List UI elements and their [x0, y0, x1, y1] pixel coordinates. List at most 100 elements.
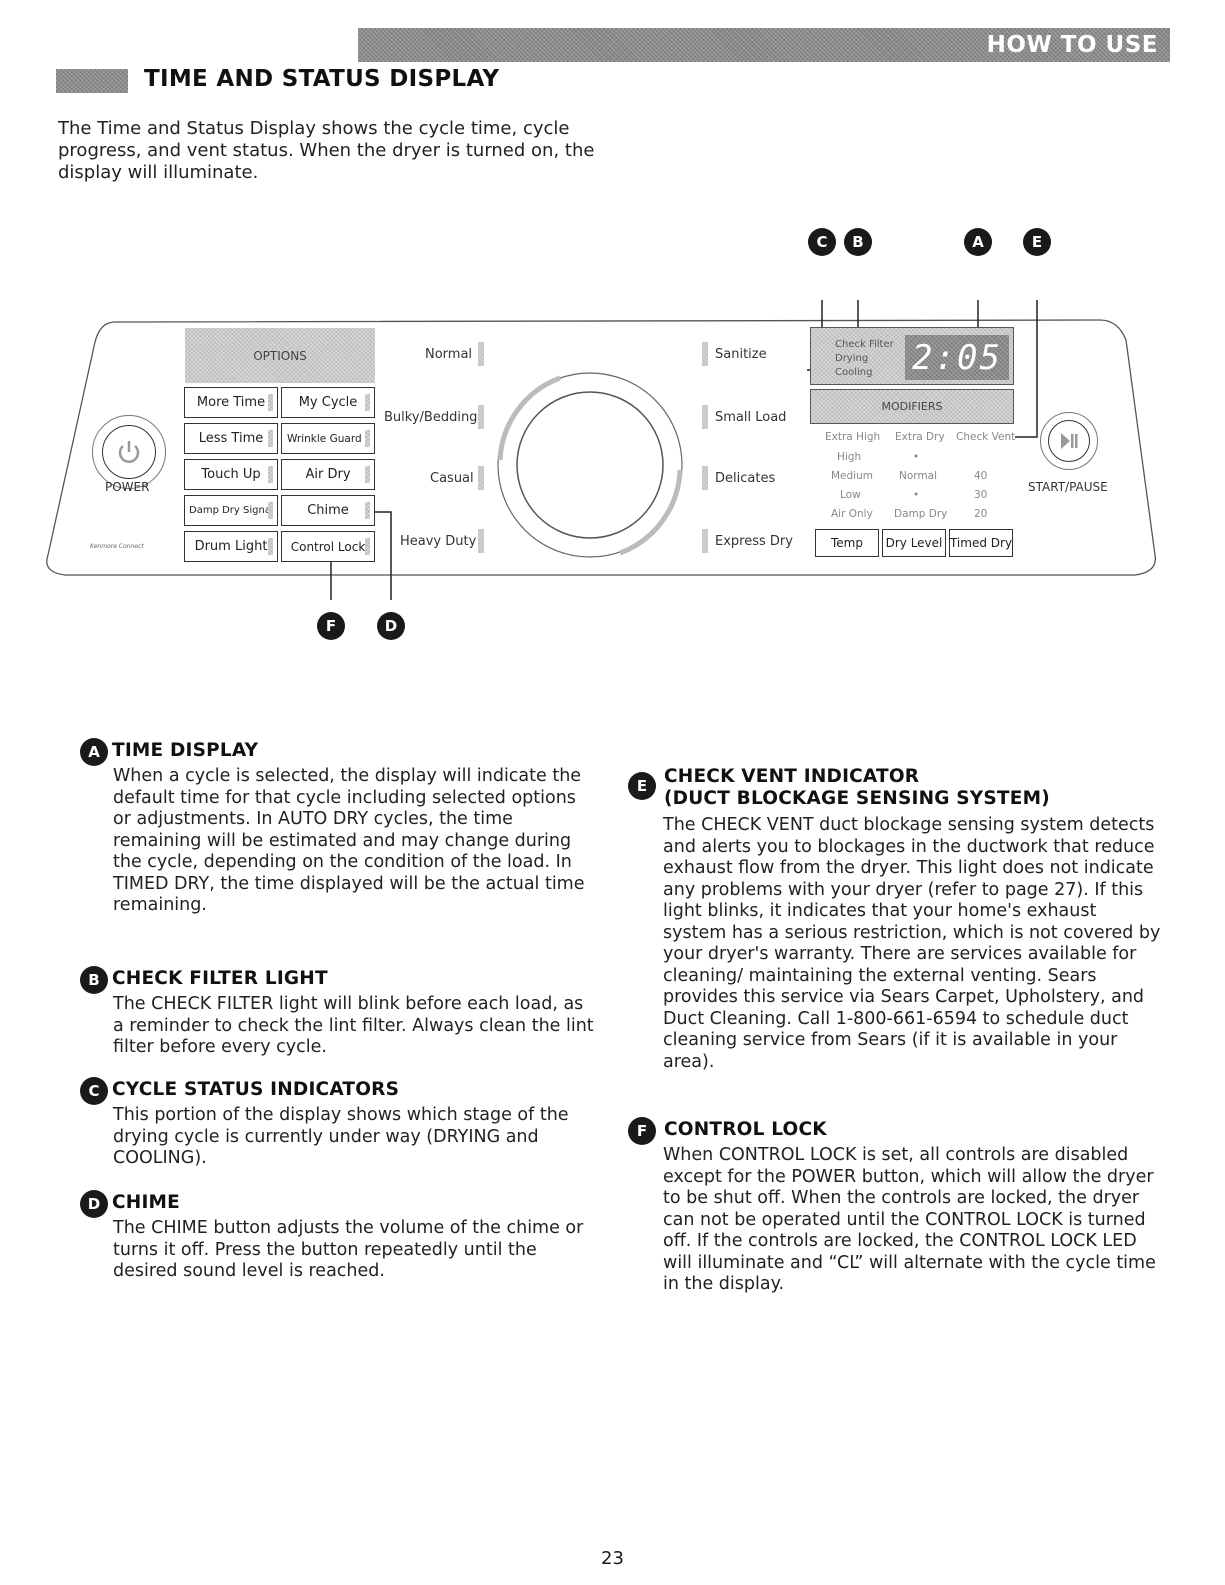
- temp-low: Low: [840, 489, 861, 501]
- timed-dry-button-label: Timed Dry: [949, 536, 1013, 550]
- temp-button[interactable]: Temp: [815, 529, 879, 557]
- start-pause-button[interactable]: [1040, 412, 1098, 470]
- temp-extra-high: Extra High: [825, 431, 881, 443]
- control-lock-led: [365, 538, 370, 555]
- dry-level-dot-1: •: [913, 451, 920, 463]
- less-time-button[interactable]: Less Time: [184, 423, 278, 454]
- dry-level-button-label: Dry Level: [885, 536, 943, 550]
- cycle-casual-led: [478, 466, 484, 490]
- more-time-led: [268, 394, 273, 411]
- temp-medium: Medium: [831, 470, 873, 482]
- cycle-bulky-bedding-led: [478, 405, 484, 429]
- section-header-band: HOW TO USE: [358, 28, 1170, 62]
- check-vent-indicator: Check Vent: [956, 431, 1016, 443]
- my-cycle-led: [365, 394, 370, 411]
- dry-level-dot-2: •: [913, 489, 920, 501]
- drying-indicator: Drying: [835, 353, 869, 364]
- callout-d: D: [377, 612, 405, 640]
- section-e-badge: E: [628, 772, 656, 800]
- less-time-led: [268, 430, 273, 447]
- cycle-casual-label[interactable]: Casual: [430, 471, 474, 486]
- timed-dry-30: 30: [974, 489, 988, 501]
- damp-dry-signal-led: [268, 502, 273, 519]
- cycle-small-load-led: [702, 405, 708, 429]
- cycle-normal-led: [478, 342, 484, 366]
- cycle-delicates-led: [702, 466, 708, 490]
- my-cycle-label: My Cycle: [298, 395, 358, 410]
- section-b-badge: B: [80, 966, 108, 994]
- air-dry-button[interactable]: Air Dry: [281, 459, 375, 490]
- section-a-body: When a cycle is selected, the display wi…: [113, 766, 585, 915]
- drum-light-button[interactable]: Drum Light: [184, 531, 278, 562]
- section-d-badge: D: [80, 1190, 108, 1218]
- timed-dry-20: 20: [974, 508, 988, 520]
- air-dry-label: Air Dry: [305, 467, 351, 482]
- wrinkle-guard-button[interactable]: Wrinkle Guard: [281, 423, 375, 454]
- section-c-title: CYCLE STATUS INDICATORS: [112, 1079, 400, 1100]
- time-display: 2:05: [905, 335, 1009, 380]
- timed-dry-40: 40: [974, 470, 988, 482]
- cooling-indicator: Cooling: [835, 367, 873, 378]
- more-time-button[interactable]: More Time: [184, 387, 278, 418]
- dry-level-extra-dry: Extra Dry: [895, 431, 945, 443]
- cycle-sanitize-label[interactable]: Sanitize: [715, 347, 767, 362]
- cycle-express-dry-led: [702, 529, 708, 553]
- modifiers-header: MODIFIERS: [810, 389, 1014, 424]
- power-button[interactable]: [92, 415, 166, 489]
- cycle-sanitize-led: [702, 342, 708, 366]
- section-control-lock: F CONTROL LOCK When CONTROL LOCK is set,…: [628, 1117, 1163, 1317]
- dry-level-button[interactable]: Dry Level: [882, 529, 946, 557]
- page-title: TIME AND STATUS DISPLAY: [144, 66, 500, 92]
- section-a-title: TIME DISPLAY: [112, 740, 259, 761]
- cycle-bulky-bedding-label[interactable]: Bulky/Bedding: [384, 410, 478, 425]
- temp-button-label: Temp: [831, 536, 863, 550]
- chime-button[interactable]: Chime: [281, 495, 375, 526]
- section-title-marker: [56, 69, 128, 93]
- section-chime: D CHIME The CHIME button adjusts the vol…: [80, 1190, 600, 1300]
- section-c-body: This portion of the display shows which …: [113, 1105, 569, 1168]
- section-d-title: CHIME: [112, 1192, 180, 1213]
- section-f-title: CONTROL LOCK: [664, 1119, 827, 1140]
- section-e-title: CHECK VENT INDICATOR: [664, 766, 920, 787]
- cycle-delicates-label[interactable]: Delicates: [715, 471, 776, 486]
- dry-level-normal: Normal: [899, 470, 937, 482]
- cycle-small-load-label[interactable]: Small Load: [715, 410, 787, 425]
- timed-dry-button[interactable]: Timed Dry: [949, 529, 1013, 557]
- wrinkle-guard-led: [365, 430, 370, 447]
- section-check-filter-light: B CHECK FILTER LIGHT The CHECK FILTER li…: [80, 966, 600, 1076]
- cycle-express-dry-label[interactable]: Express Dry: [715, 534, 793, 549]
- drum-light-label: Drum Light: [194, 539, 268, 554]
- play-pause-icon: [1061, 433, 1078, 449]
- cycle-heavy-duty-label[interactable]: Heavy Duty: [400, 534, 477, 549]
- temp-high: High: [837, 451, 862, 463]
- control-lock-button[interactable]: Control Lock: [281, 531, 375, 562]
- cycle-heavy-duty-led: [478, 529, 484, 553]
- temp-air-only: Air Only: [831, 508, 873, 520]
- callout-e: E: [1023, 228, 1051, 256]
- damp-dry-signal-button[interactable]: Damp Dry Signal: [184, 495, 278, 526]
- section-cycle-status-indicators: C CYCLE STATUS INDICATORS This portion o…: [80, 1077, 600, 1187]
- control-lock-label: Control Lock: [290, 539, 366, 554]
- cycle-normal-label[interactable]: Normal: [425, 347, 473, 362]
- more-time-label: More Time: [196, 395, 266, 410]
- section-c-badge: C: [80, 1077, 108, 1105]
- section-f-badge: F: [628, 1117, 656, 1145]
- less-time-label: Less Time: [198, 431, 264, 446]
- section-a-badge: A: [80, 738, 108, 766]
- callout-f: F: [317, 612, 345, 640]
- callout-a: A: [964, 228, 992, 256]
- page-number: 23: [601, 1548, 624, 1569]
- chime-led: [365, 502, 370, 519]
- power-icon: [118, 441, 140, 463]
- dry-level-damp-dry: Damp Dry: [894, 508, 948, 520]
- wrinkle-guard-label: Wrinkle Guard: [287, 432, 362, 445]
- section-e-body: The CHECK VENT duct blockage sensing sys…: [663, 815, 1161, 1072]
- touch-up-led: [268, 466, 273, 483]
- touch-up-button[interactable]: Touch Up: [184, 459, 278, 490]
- check-filter-indicator: Check Filter: [835, 339, 894, 350]
- power-label: POWER: [105, 480, 150, 494]
- options-header-label: OPTIONS: [253, 348, 307, 363]
- section-header-label: HOW TO USE: [986, 32, 1158, 58]
- panel-outline: [46, 300, 1156, 600]
- my-cycle-button[interactable]: My Cycle: [281, 387, 375, 418]
